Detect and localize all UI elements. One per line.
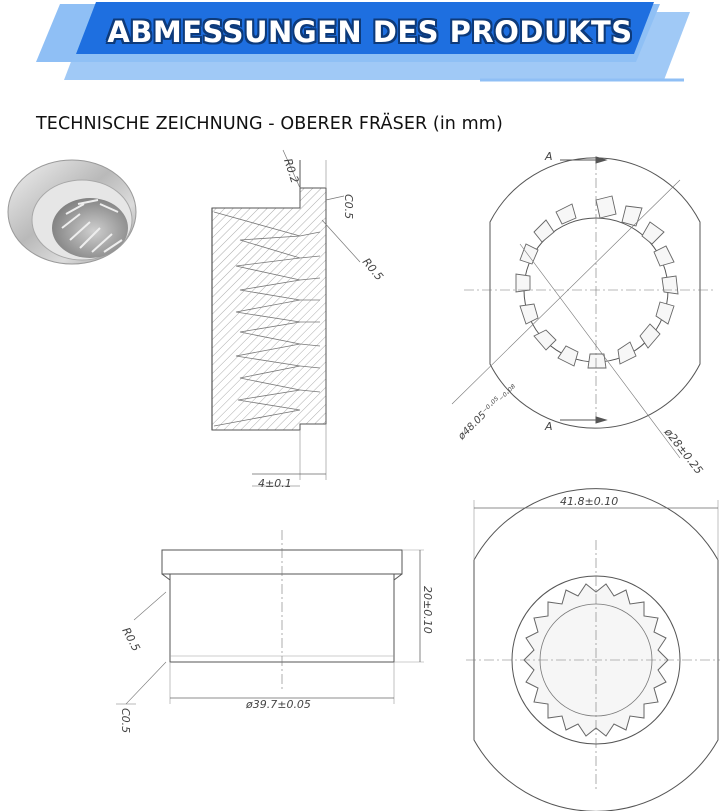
label-r05-front: R0.5 xyxy=(119,625,142,653)
top-view xyxy=(451,156,716,459)
banner-title: ABMESSUNGEN DES PRODUKTS xyxy=(107,15,633,49)
side-section-view xyxy=(211,149,361,487)
bottom-view xyxy=(466,488,720,811)
banner-front-shape xyxy=(76,2,654,54)
label-height: 20±0.10 xyxy=(421,586,434,634)
section-title: TECHNISCHE ZEICHNUNG - OBERER FRÄSER (in… xyxy=(36,114,503,134)
label-r02: R0.2 xyxy=(281,157,301,185)
front-view xyxy=(116,530,424,705)
title-banner xyxy=(36,2,690,82)
burr-ring-photo xyxy=(7,159,137,265)
label-inner-diameter: ø28±0.25 xyxy=(661,425,705,477)
label-outer-diameter: ø48.05⁻⁰·⁰⁵₋₀.₀₈ xyxy=(456,381,518,443)
label-thickness: 4±0.1 xyxy=(258,477,292,490)
label-outer-width: 41.8±0.10 xyxy=(560,495,618,508)
label-front-diameter: ø39.7±0.05 xyxy=(245,698,311,711)
label-section-a-top: A xyxy=(544,150,553,163)
label-r05-side: R0.5 xyxy=(360,256,386,284)
label-c05-top: C0.5 xyxy=(342,194,355,219)
label-c05-bottom: C0.5 xyxy=(119,708,132,733)
label-section-a-bottom: A xyxy=(544,420,553,433)
